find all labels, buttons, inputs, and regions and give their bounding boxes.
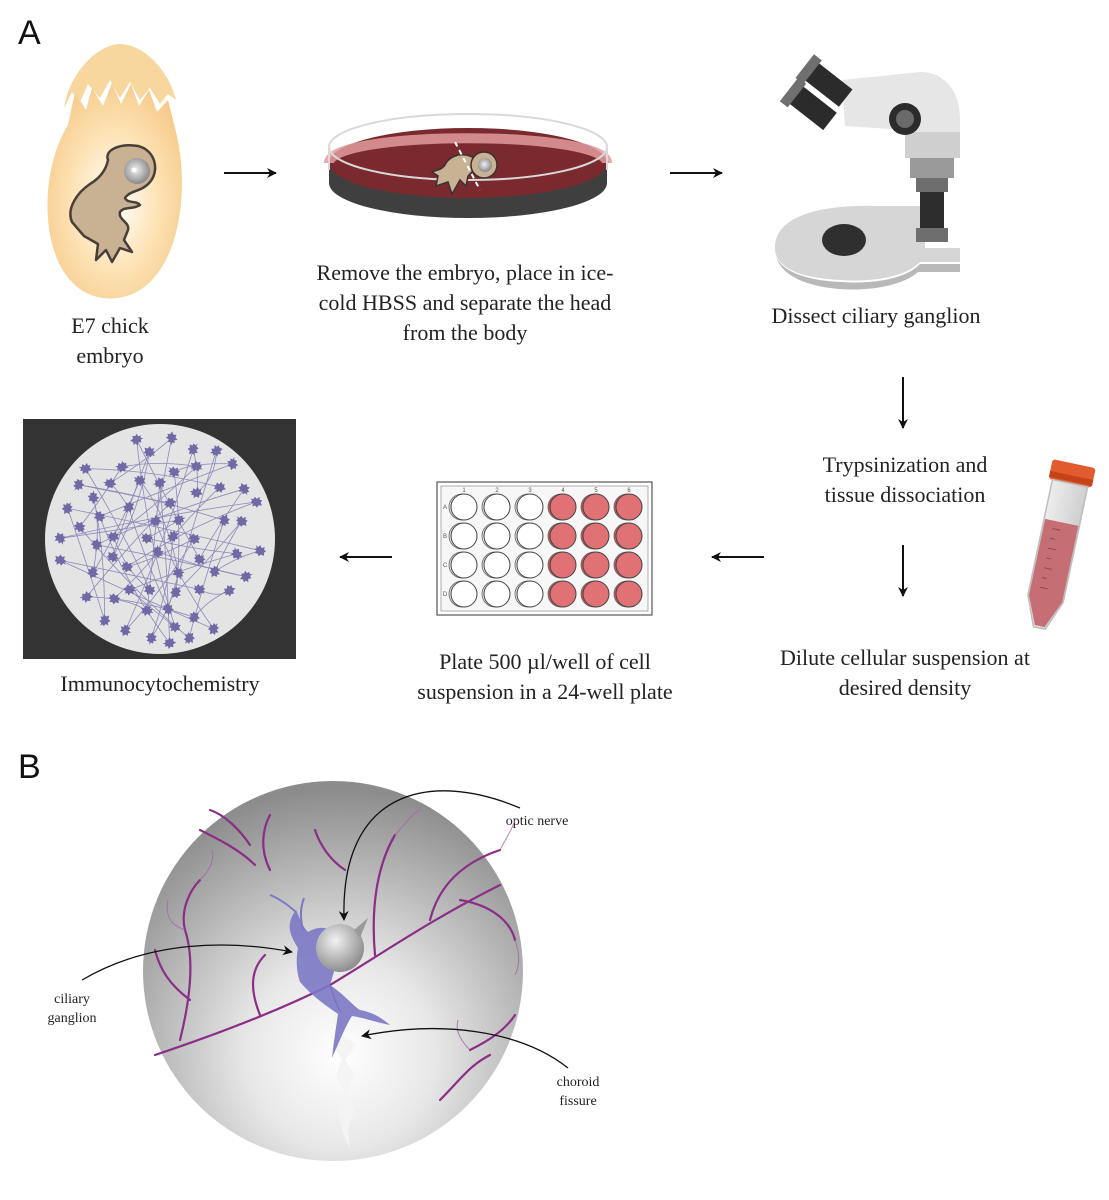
microscope-illustration [775, 54, 960, 290]
well-filled [582, 522, 610, 550]
egg-caption: E7 chick embryo [71, 313, 149, 368]
well-filled [615, 493, 643, 521]
neurite [136, 439, 200, 560]
well-column-label: 5 [594, 488, 598, 494]
neurite [99, 516, 170, 644]
immuno-caption: Immunocytochemistry [60, 671, 260, 696]
well-column-label: 3 [528, 488, 532, 494]
neurite [159, 482, 170, 643]
neurite [173, 471, 180, 593]
well-row-label: B [443, 534, 447, 540]
neurite [109, 437, 172, 484]
well-filled [549, 580, 577, 608]
neurite [125, 538, 195, 631]
well-empty [450, 551, 478, 579]
neurite [78, 484, 225, 521]
neurite [199, 488, 245, 560]
plate-caption: Plate 500 µl/well of cell suspension in … [417, 649, 673, 704]
well-empty [483, 551, 511, 579]
well-filled [582, 551, 610, 579]
well-empty [450, 522, 478, 550]
neurite [121, 462, 197, 468]
well-filled [615, 580, 643, 608]
well-filled [549, 522, 577, 550]
dilute-caption: Dilute cellular suspension at desired de… [780, 645, 1030, 700]
neurite [67, 508, 105, 621]
well-plate-illustration: 1 2 3 4 5 6 A B C D [436, 481, 653, 616]
well-empty [483, 493, 511, 521]
panel-b-label: B [18, 748, 41, 786]
blood-vessels [153, 808, 517, 1102]
neurite [128, 507, 169, 610]
eye-globe-illustration [81, 781, 569, 1161]
neurite [79, 466, 123, 528]
ciliary-ganglion-label: ciliary ganglion [47, 992, 97, 1026]
well-filled [582, 580, 610, 608]
neurite [92, 497, 98, 573]
neurite [126, 501, 257, 567]
neurite [112, 452, 150, 558]
neurite [146, 537, 237, 555]
flow-arrows [224, 168, 908, 597]
well-empty [516, 493, 544, 521]
egg-illustration [47, 44, 182, 299]
neurite [60, 519, 180, 539]
well-column-label: 4 [561, 488, 565, 494]
immuno-illustration [23, 419, 296, 659]
neurite [139, 480, 179, 574]
well-row-label: C [443, 563, 448, 569]
petri-dish-illustration [324, 113, 612, 218]
well-filled [615, 522, 643, 550]
well-empty [450, 580, 478, 608]
neurite [114, 598, 195, 618]
well-column-label: 1 [462, 488, 466, 494]
well-row-label: D [443, 592, 448, 598]
well-row-label: A [443, 505, 447, 511]
neurite [175, 520, 243, 593]
well-empty [516, 580, 544, 608]
trypsin-caption: Trypsinization and tissue dissociation [822, 452, 988, 507]
ciliary-ganglion [289, 910, 390, 1058]
neurite [112, 451, 150, 558]
choroid-fissure [332, 1010, 356, 1150]
dish-caption: Remove the embryo, place in ice-cold HBS… [316, 260, 614, 345]
choroid-fissure-label: choroid fissure [556, 1075, 600, 1109]
well-empty [516, 522, 544, 550]
well-empty [483, 522, 511, 550]
well-filled [582, 493, 610, 521]
optic-nerve [316, 924, 364, 972]
well-filled [549, 551, 577, 579]
neurite [60, 559, 200, 590]
well-column-label: 6 [627, 488, 631, 494]
well-empty [516, 551, 544, 579]
neurite [85, 468, 151, 590]
falcon-tube-illustration [1027, 459, 1096, 631]
well-empty [450, 493, 478, 521]
panel-a-label: A [18, 14, 41, 52]
well-filled [549, 493, 577, 521]
neurite [188, 520, 225, 639]
neurite [96, 544, 247, 578]
well-column-label: 2 [495, 488, 499, 494]
well-filled [615, 551, 643, 579]
microscope-caption: Dissect ciliary ganglion [771, 303, 981, 328]
well-empty [483, 580, 511, 608]
neurite [99, 463, 233, 517]
optic-nerve-label: optic nerve [505, 814, 569, 829]
